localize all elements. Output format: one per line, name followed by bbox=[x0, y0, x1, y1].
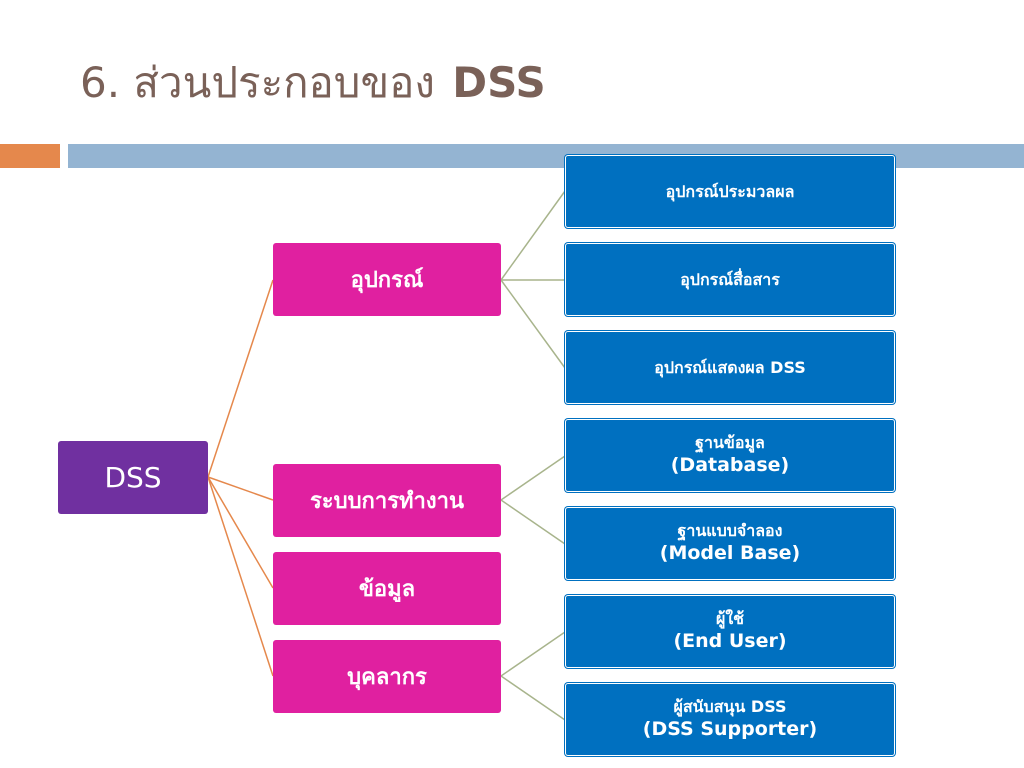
leaf-node-line1: ผู้สนับสนุน DSS bbox=[673, 696, 787, 716]
connector-root-group-1 bbox=[207, 279, 274, 478]
leaf-node-line1: อุปกรณ์แสดงผล DSS bbox=[654, 357, 806, 377]
root-node-label: DSS bbox=[104, 461, 162, 494]
group-node-equipment: อุปกรณ์ bbox=[273, 243, 501, 316]
leaf-node-display-device: อุปกรณ์แสดงผล DSS bbox=[565, 331, 895, 404]
leaf-node-end-user: ผู้ใช้ (End User) bbox=[565, 595, 895, 668]
leaf-node-communication-device: อุปกรณ์สื่อสาร bbox=[565, 243, 895, 316]
connector-group-2-leaf-5 bbox=[500, 499, 566, 545]
leaf-node-line1: ฐานแบบจำลอง bbox=[677, 520, 783, 540]
leaf-node-line1: ผู้ใช้ bbox=[715, 608, 745, 628]
accent-bar-orange bbox=[0, 144, 60, 168]
group-node-label: บุคลากร bbox=[347, 665, 427, 690]
leaf-node-line2: (Database) bbox=[670, 454, 790, 477]
group-node-label: อุปกรณ์ bbox=[350, 268, 424, 293]
group-node-data: ข้อมูล bbox=[273, 552, 501, 625]
connector-group-1-leaf-3 bbox=[500, 279, 566, 369]
group-node-label: ระบบการทำงาน bbox=[309, 489, 465, 514]
root-node-dss: DSS bbox=[58, 441, 208, 514]
leaf-node-line2: (DSS Supporter) bbox=[642, 718, 818, 741]
leaf-node-model-base: ฐานแบบจำลอง (Model Base) bbox=[565, 507, 895, 580]
connector-root-group-2 bbox=[207, 476, 274, 501]
connector-group-2-leaf-4 bbox=[500, 455, 566, 501]
connector-group-4-leaf-7 bbox=[500, 675, 566, 721]
connector-root-group-3 bbox=[207, 476, 274, 589]
leaf-node-processing-device: อุปกรณ์ประมวลผล bbox=[565, 155, 895, 228]
leaf-node-database: ฐานข้อมูล (Database) bbox=[565, 419, 895, 492]
leaf-node-line1: อุปกรณ์ประมวลผล bbox=[665, 181, 795, 201]
group-node-system: ระบบการทำงาน bbox=[273, 464, 501, 537]
leaf-node-line2: (End User) bbox=[673, 630, 787, 653]
leaf-node-dss-supporter: ผู้สนับสนุน DSS (DSS Supporter) bbox=[565, 683, 895, 756]
group-node-personnel: บุคลากร bbox=[273, 640, 501, 713]
connector-group-4-leaf-6 bbox=[500, 631, 566, 677]
slide-title-bold: DSS bbox=[452, 58, 546, 107]
slide-title: 6. ส่วนประกอบของ DSS bbox=[80, 50, 546, 116]
connector-root-group-4 bbox=[207, 476, 274, 677]
leaf-node-line1: ฐานข้อมูล bbox=[695, 432, 765, 452]
leaf-node-line2: (Model Base) bbox=[659, 542, 801, 565]
leaf-node-line1: อุปกรณ์สื่อสาร bbox=[680, 269, 780, 289]
slide-title-text: 6. ส่วนประกอบของ bbox=[80, 58, 435, 107]
group-node-label: ข้อมูล bbox=[358, 577, 416, 602]
connector-group-1-leaf-1 bbox=[500, 190, 566, 281]
